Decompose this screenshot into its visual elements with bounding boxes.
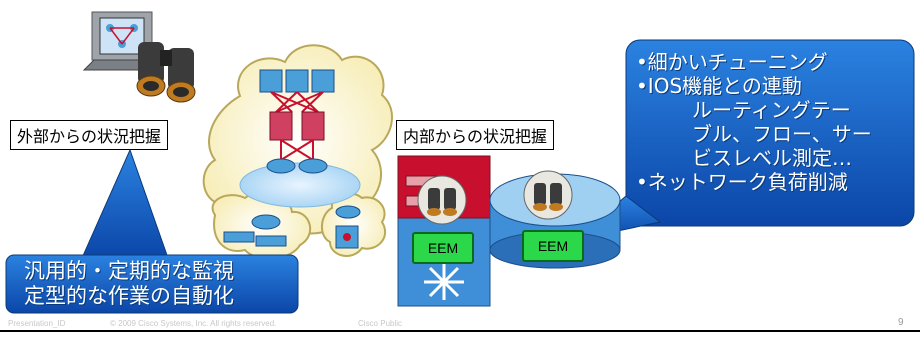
left-callout-line: 汎用的・定期的な監視 <box>24 259 234 283</box>
switch-binoculars-icon <box>417 175 467 225</box>
right-callout-line: •細かいチューニング <box>636 50 828 74</box>
internal-monitoring-label: 内部からの状況把握 <box>396 120 555 150</box>
right-callout-line: ブル、フロー、サー <box>692 122 872 146</box>
network-cloud <box>202 44 393 260</box>
catalyst-switch-icon <box>397 155 491 307</box>
footer-page-number: 9 <box>898 317 904 328</box>
left-callout-text: 汎用的・定期的な監視 定型的な作業の自動化 <box>24 259 234 309</box>
router-eem-badge: EEM <box>522 230 584 262</box>
right-callout-text: •細かいチューニング •IOS機能との連動 ルーティングテー ブル、フロー、サー… <box>636 50 872 194</box>
router-binoculars-icon <box>523 170 573 220</box>
right-callout-line: •IOS機能との連動 <box>636 74 802 98</box>
left-callout-line: 定型的な作業の自動化 <box>24 284 234 308</box>
switch-eem-badge: EEM <box>412 232 474 264</box>
left-callout-shape <box>5 148 299 314</box>
right-callout-line: •ネットワーク負荷削減 <box>636 170 848 194</box>
footer-presentation-id: Presentation_ID <box>8 319 66 328</box>
external-monitoring-label: 外部からの状況把握 <box>10 120 169 150</box>
binoculars-icon <box>136 42 196 103</box>
footer-classification: Cisco Public <box>358 319 403 328</box>
footer-copyright: © 2009 Cisco Systems, Inc. All rights re… <box>110 319 277 328</box>
right-callout-line: ビスレベル測定… <box>692 146 852 170</box>
right-callout-line: ルーティングテー <box>692 98 851 122</box>
